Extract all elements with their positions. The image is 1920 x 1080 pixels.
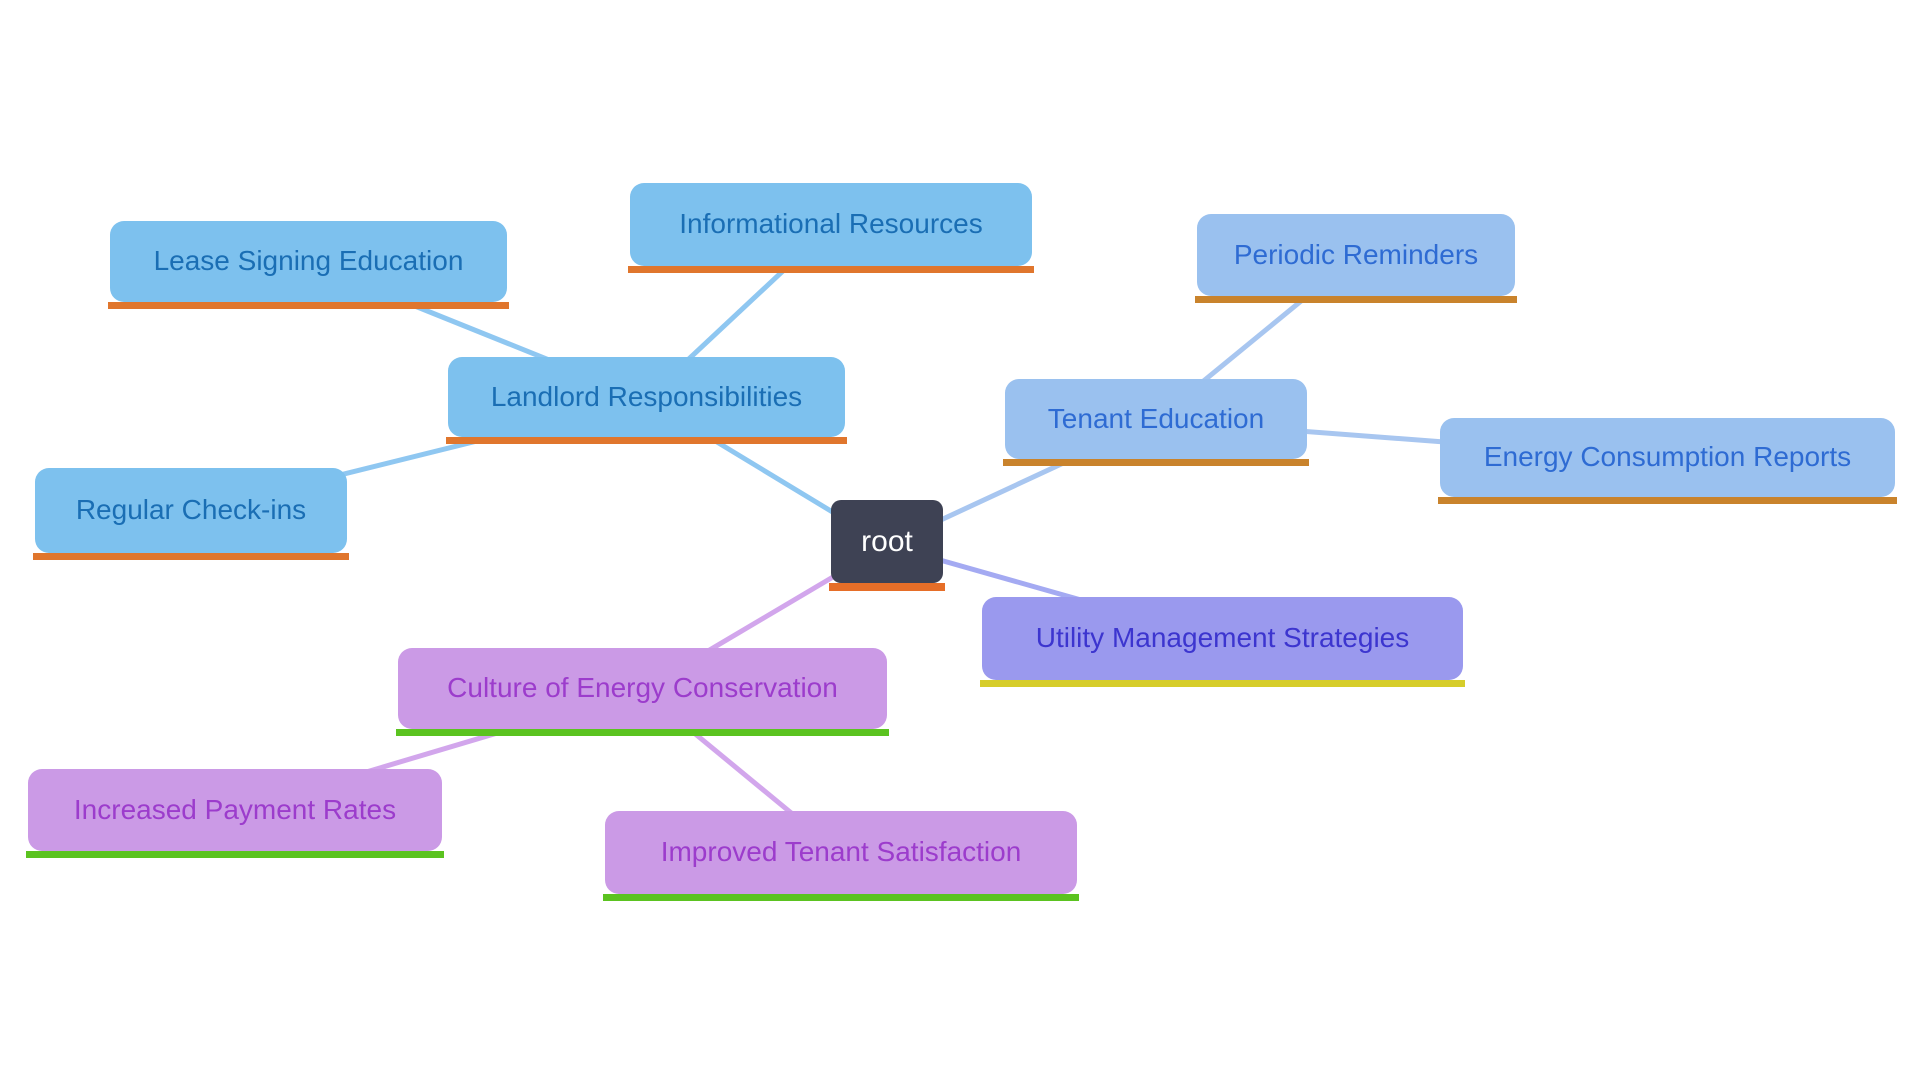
node-label: Tenant Education: [1047, 402, 1265, 434]
node-utility-management-strategies: Utility Management Strategies: [980, 597, 1465, 687]
node-label: Regular Check-ins: [75, 494, 307, 526]
node-increased-payment-rates: Increased Payment Rates: [26, 769, 444, 858]
node-label: Periodic Reminders: [1233, 238, 1479, 270]
node-label: Informational Resources: [679, 208, 983, 240]
node-informational-resources: Informational Resources: [628, 183, 1034, 273]
node-improved-tenant-satisfaction: Improved Tenant Satisfaction: [603, 811, 1079, 901]
node-periodic-reminders: Periodic Reminders: [1195, 214, 1517, 303]
node-label: Energy Consumption Reports: [1483, 441, 1852, 473]
node-landlord-responsibilities: Landlord Responsibilities: [446, 357, 847, 444]
node-label: Lease Signing Education: [153, 245, 464, 277]
node-label: Culture of Energy Conservation: [447, 672, 838, 704]
node-regular-check-ins: Regular Check-ins: [33, 468, 349, 560]
node-lease-signing-education: Lease Signing Education: [108, 221, 509, 309]
node-root: root: [829, 500, 945, 591]
node-label: Landlord Responsibilities: [490, 380, 803, 412]
node-label: Improved Tenant Satisfaction: [660, 836, 1022, 868]
node-label: Increased Payment Rates: [73, 793, 397, 825]
node-culture-of-energy-conservation: Culture of Energy Conservation: [396, 648, 889, 736]
node-label: root: [861, 525, 913, 558]
node-energy-consumption-reports: Energy Consumption Reports: [1438, 418, 1897, 504]
node-label: Utility Management Strategies: [1035, 622, 1410, 654]
node-tenant-education: Tenant Education: [1003, 379, 1309, 466]
